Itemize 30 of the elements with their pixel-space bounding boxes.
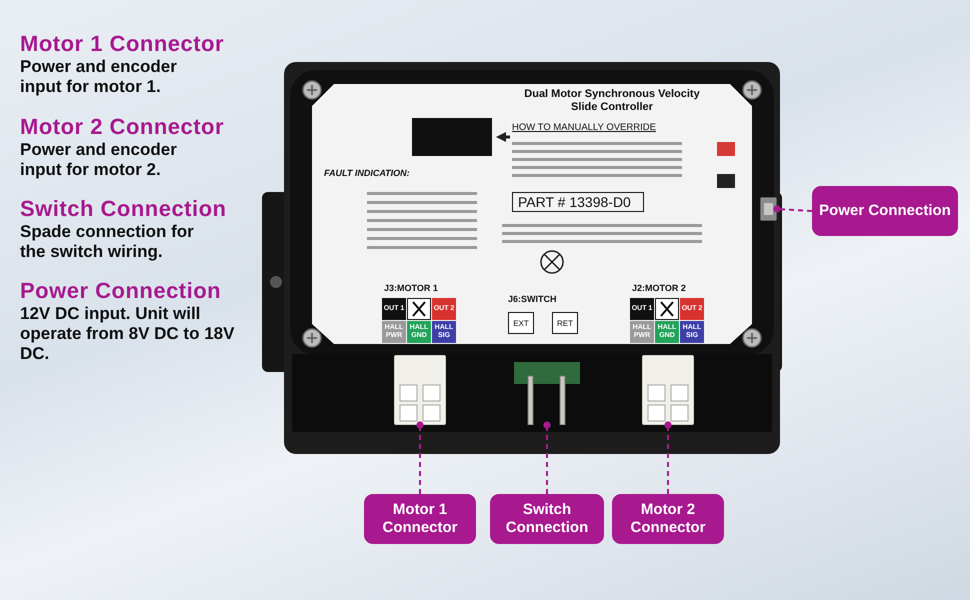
heading: Motor 1 Connector [20,32,226,56]
connector-plug [642,355,694,425]
connector-label: J2:MOTOR 2 [632,283,687,293]
connector-label: J3:MOTOR 1 [384,283,439,293]
description-text: 12V DC input. Unit will operate from 8V DC to 18V DC. [20,304,235,364]
callout-label: Motor 2 Connector [612,494,724,544]
callout-label: Switch Connection [490,494,604,544]
fault-heading: FAULT INDICATION: [324,168,411,178]
heading: Motor 2 Connector [20,115,226,139]
controller-drawing [284,62,780,454]
description-text: Spade connection for the switch wiring. [20,222,195,262]
terminal-label: EXT [508,312,534,334]
heading: Switch Connection [20,197,228,221]
leader-line [664,421,672,494]
leader-line [416,421,424,494]
connector-plug [394,355,446,425]
callout-label: Power Connection [812,186,958,236]
callout-label: Motor 1 Connector [364,494,476,544]
heading: Power Connection [20,279,222,303]
description-text: Power and encoder input for motor 2. [20,140,178,180]
instruction-heading: HOW TO MANUALLY OVERRIDE [512,122,657,133]
leader-line [543,421,551,494]
leader-line [773,205,812,213]
description-text: Power and encoder input for motor 1. [20,57,178,97]
power-terminal [760,197,777,221]
product-title: Dual Motor Synchronous Velocity Slide Controller [523,88,701,114]
part-number: PART # 13398-D0 [512,192,644,212]
terminal-label: RET [552,312,578,334]
connector-label: J6:SWITCH [508,294,558,304]
spade-terminal [514,362,580,425]
